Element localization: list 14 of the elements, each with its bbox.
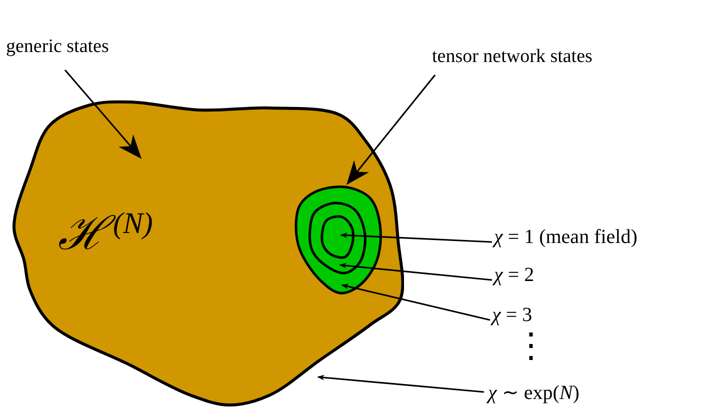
text-label: tensor network states bbox=[432, 46, 672, 72]
text-label: χ = 2 bbox=[494, 264, 574, 292]
arrow bbox=[341, 284, 490, 321]
text-label: generic states bbox=[6, 36, 156, 62]
arrow bbox=[340, 232, 492, 243]
text-label: χ = 1 (mean field) bbox=[494, 226, 706, 254]
ellipsis: ⋮ bbox=[514, 330, 548, 364]
arrow bbox=[339, 262, 492, 281]
arrow bbox=[317, 374, 484, 393]
arrow bbox=[346, 74, 436, 185]
math-label: ℋ$^{(N)}$ bbox=[58, 206, 153, 261]
text-label: χ = 3 bbox=[492, 304, 572, 332]
text-label: χ ∼ exp(N) bbox=[488, 380, 638, 408]
arrow bbox=[64, 69, 142, 159]
